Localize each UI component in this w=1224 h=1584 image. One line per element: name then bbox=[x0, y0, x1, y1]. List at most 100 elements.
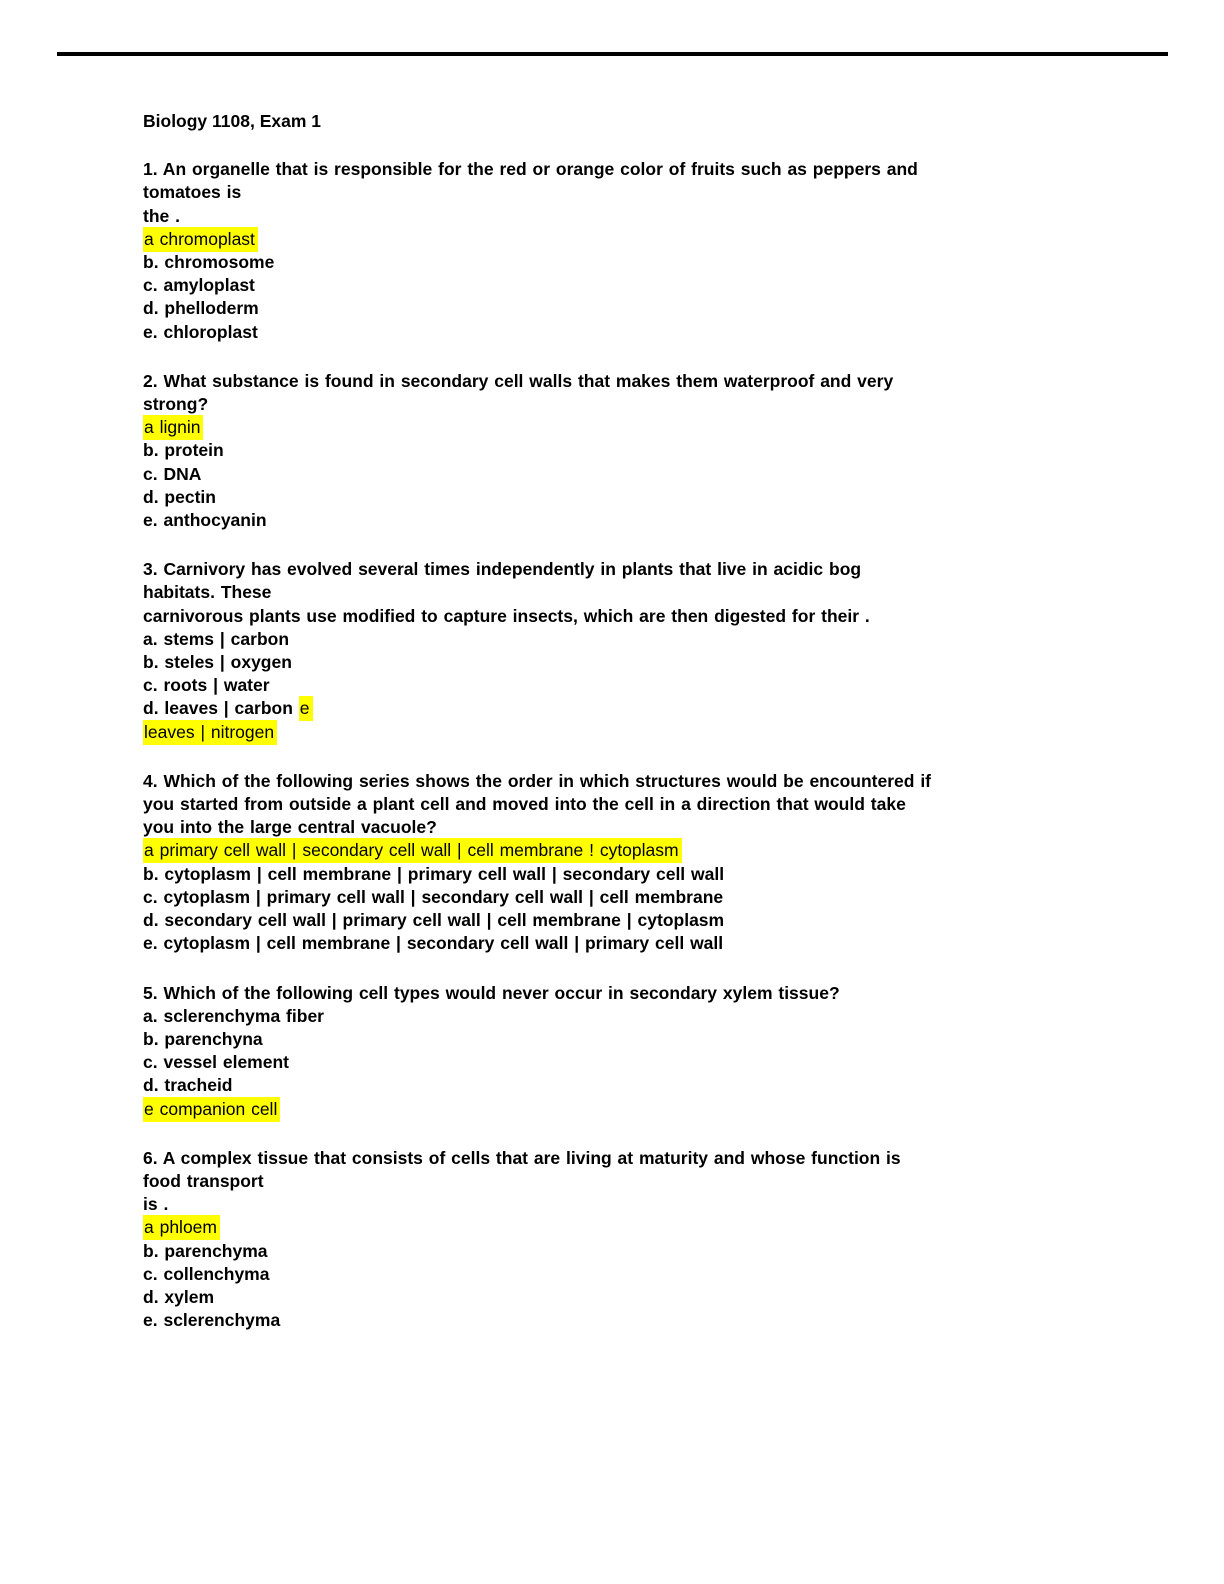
line-text: c. amyloplast bbox=[143, 275, 255, 296]
line-text: b. protein bbox=[143, 440, 224, 461]
question-line: habitats. These bbox=[143, 581, 1143, 604]
line-text: b. parenchyma bbox=[143, 1240, 268, 1261]
question-line: carnivorous plants use modified to captu… bbox=[143, 605, 1143, 628]
line-text: b. cytoplasm | cell membrane | primary c… bbox=[143, 863, 725, 884]
line-text: 6. A complex tissue that consists of cel… bbox=[143, 1147, 901, 1168]
line-text: habitats. These bbox=[143, 582, 272, 603]
highlighted-answer: a primary cell wall | secondary cell wal… bbox=[143, 838, 682, 864]
line-text: c. collenchyma bbox=[143, 1263, 270, 1284]
question-line: e. chloroplast bbox=[143, 321, 1143, 344]
highlighted-answer: e companion cell bbox=[143, 1096, 281, 1122]
line-text: e. sclerenchyma bbox=[143, 1310, 281, 1331]
line-text: c. roots | water bbox=[143, 675, 270, 696]
line-text: the . bbox=[143, 205, 180, 226]
question-line: food transport bbox=[143, 1170, 1143, 1193]
question-line: b. parenchyna bbox=[143, 1028, 1143, 1051]
question-line: c. collenchyma bbox=[143, 1263, 1143, 1286]
question-line: 1. An organelle that is responsible for … bbox=[143, 158, 1143, 181]
question-line: you into the large central vacuole? bbox=[143, 816, 1143, 839]
line-text: is . bbox=[143, 1194, 169, 1215]
line-text: b. steles | oxygen bbox=[143, 652, 292, 673]
question-2: 2. What substance is found in secondary … bbox=[143, 370, 1143, 532]
question-line: a chromoplast bbox=[143, 226, 1143, 252]
line-text: d. tracheid bbox=[143, 1075, 233, 1096]
question-line: tomatoes is bbox=[143, 181, 1143, 204]
question-line: 3. Carnivory has evolved several times i… bbox=[143, 558, 1143, 581]
line-text: e. cytoplasm | cell membrane | secondary… bbox=[143, 933, 724, 954]
question-line: a primary cell wall | secondary cell wal… bbox=[143, 838, 1143, 864]
line-text: d. phelloderm bbox=[143, 298, 259, 319]
question-line: a. stems | carbon bbox=[143, 628, 1143, 651]
question-line: you started from outside a plant cell an… bbox=[143, 793, 1143, 816]
question-line: c. roots | water bbox=[143, 674, 1143, 697]
line-text: you started from outside a plant cell an… bbox=[143, 794, 906, 815]
question-line: e. anthocyanin bbox=[143, 509, 1143, 532]
question-line: c. vessel element bbox=[143, 1051, 1143, 1074]
question-6: 6. A complex tissue that consists of cel… bbox=[143, 1147, 1143, 1333]
question-line: d. leaves | carbon e bbox=[143, 696, 1143, 722]
question-line: e companion cell bbox=[143, 1096, 1143, 1122]
question-line: the . bbox=[143, 205, 1143, 228]
exam-content: Biology 1108, Exam 1 1. An organelle tha… bbox=[143, 110, 1143, 1358]
line-text: d. pectin bbox=[143, 486, 216, 507]
line-text: you into the large central vacuole? bbox=[143, 817, 437, 838]
question-line: d. phelloderm bbox=[143, 297, 1143, 320]
question-line: c. amyloplast bbox=[143, 274, 1143, 297]
question-line: 4. Which of the following series shows t… bbox=[143, 770, 1143, 793]
line-text: 1. An organelle that is responsible for … bbox=[143, 159, 918, 180]
question-line: d. pectin bbox=[143, 486, 1143, 509]
question-line: 6. A complex tissue that consists of cel… bbox=[143, 1147, 1143, 1170]
line-text: 5. Which of the following cell types wou… bbox=[143, 982, 840, 1003]
question-line: strong? bbox=[143, 393, 1143, 416]
line-text: c. cytoplasm | primary cell wall | secon… bbox=[143, 886, 724, 907]
line-text: strong? bbox=[143, 394, 209, 415]
line-text: 4. Which of the following series shows t… bbox=[143, 770, 932, 791]
line-text: c. DNA bbox=[143, 463, 202, 484]
question-3: 3. Carnivory has evolved several times i… bbox=[143, 558, 1143, 745]
question-line: d. secondary cell wall | primary cell wa… bbox=[143, 909, 1143, 932]
question-line: a lignin bbox=[143, 415, 1143, 441]
question-line: a phloem bbox=[143, 1215, 1143, 1241]
question-line: 2. What substance is found in secondary … bbox=[143, 370, 1143, 393]
line-text: c. vessel element bbox=[143, 1052, 289, 1073]
line-text: a. stems | carbon bbox=[143, 628, 290, 649]
exam-title: Biology 1108, Exam 1 bbox=[143, 111, 322, 131]
highlighted-answer: a chromoplast bbox=[143, 226, 258, 252]
question-line: b. parenchyma bbox=[143, 1240, 1143, 1263]
question-line: c. DNA bbox=[143, 463, 1143, 486]
line-text: 2. What substance is found in secondary … bbox=[143, 370, 894, 391]
line-text: tomatoes is bbox=[143, 182, 242, 203]
question-line: e. cytoplasm | cell membrane | secondary… bbox=[143, 932, 1143, 955]
question-line: b. steles | oxygen bbox=[143, 651, 1143, 674]
question-line: b. chromosome bbox=[143, 251, 1143, 274]
line-text: d. leaves | carbon bbox=[143, 698, 299, 719]
line-text: b. parenchyna bbox=[143, 1028, 263, 1049]
question-line: b. cytoplasm | cell membrane | primary c… bbox=[143, 863, 1143, 886]
question-line: a. sclerenchyma fiber bbox=[143, 1005, 1143, 1028]
question-line: leaves | nitrogen bbox=[143, 719, 1143, 745]
question-line: is . bbox=[143, 1193, 1143, 1216]
line-text: 3. Carnivory has evolved several times i… bbox=[143, 559, 862, 580]
question-line: b. protein bbox=[143, 439, 1143, 462]
line-text: b. chromosome bbox=[143, 252, 275, 273]
line-text: e. chloroplast bbox=[143, 321, 258, 342]
question-1: 1. An organelle that is responsible for … bbox=[143, 158, 1143, 344]
question-line: d. tracheid bbox=[143, 1074, 1143, 1097]
line-text: a. sclerenchyma fiber bbox=[143, 1005, 324, 1026]
highlighted-answer: e bbox=[298, 696, 313, 722]
question-line: d. xylem bbox=[143, 1286, 1143, 1309]
line-text: food transport bbox=[143, 1170, 264, 1191]
highlighted-answer: a lignin bbox=[143, 415, 204, 441]
question-5: 5. Which of the following cell types wou… bbox=[143, 982, 1143, 1122]
line-text: d. secondary cell wall | primary cell wa… bbox=[143, 910, 725, 931]
question-line: c. cytoplasm | primary cell wall | secon… bbox=[143, 886, 1143, 909]
highlighted-answer: leaves | nitrogen bbox=[143, 719, 278, 745]
highlighted-answer: a phloem bbox=[143, 1215, 220, 1241]
top-rule bbox=[57, 52, 1168, 56]
question-line: 5. Which of the following cell types wou… bbox=[143, 982, 1143, 1005]
question-list: 1. An organelle that is responsible for … bbox=[143, 158, 1143, 1332]
question-line: e. sclerenchyma bbox=[143, 1309, 1143, 1332]
line-text: d. xylem bbox=[143, 1286, 215, 1307]
line-text: carnivorous plants use modified to captu… bbox=[143, 605, 870, 626]
